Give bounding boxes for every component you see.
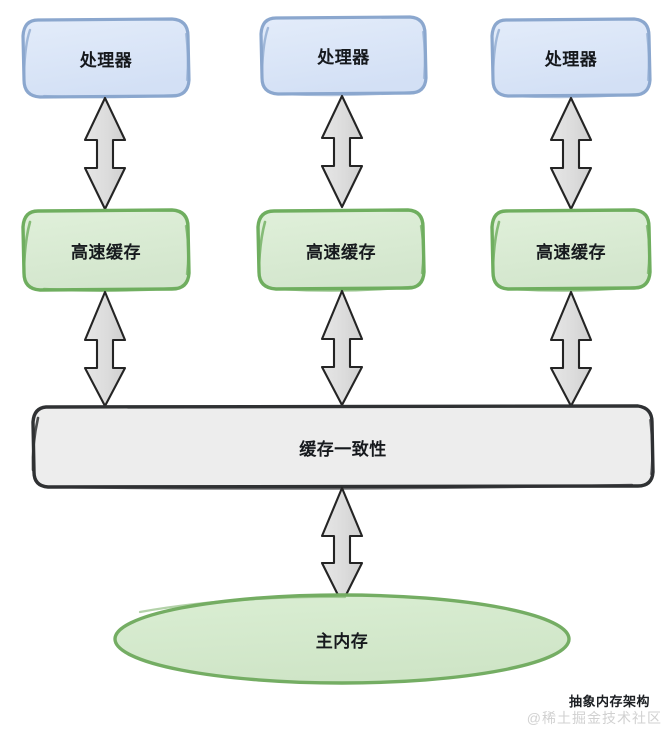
connector-arrow-proc-cache-3 (549, 96, 593, 211)
cache-box-2 (256, 208, 426, 292)
connector-arrow-proc-cache-1 (83, 96, 127, 211)
diagram-caption: 抽象内存架构 (568, 694, 650, 709)
connector-arrow-cache-coherence-3 (549, 290, 593, 408)
cache-box-3 (490, 208, 652, 292)
main-memory-ellipse (113, 593, 571, 685)
watermark-text: @稀土掘金技术社区 (526, 710, 662, 726)
connector-arrow-proc-cache-2 (320, 94, 364, 209)
connector-arrow-cache-coherence-2 (320, 289, 364, 407)
cache-coherence-bar (31, 404, 655, 490)
cache-box-1 (21, 208, 191, 292)
connector-arrow-coherence-memory (320, 486, 364, 605)
processor-box-2 (259, 15, 428, 97)
processor-box-1 (21, 17, 191, 99)
connector-arrow-cache-coherence-1 (83, 290, 127, 408)
processor-box-3 (490, 17, 652, 99)
